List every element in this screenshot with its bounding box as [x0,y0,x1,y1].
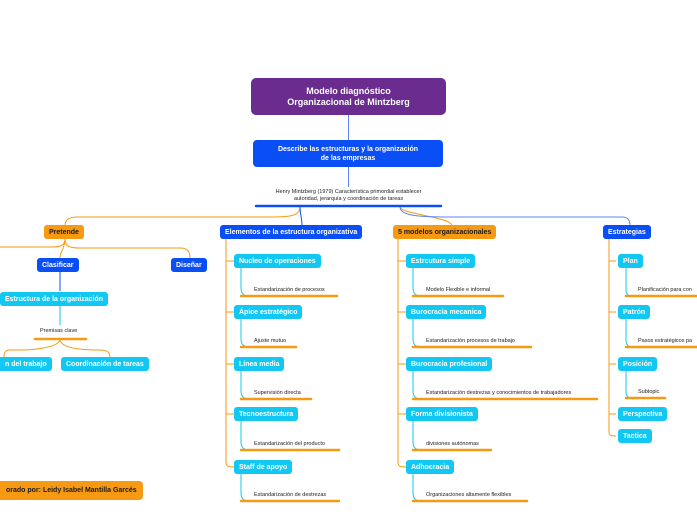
modelos-leaf-2[interactable]: Estandarización procesos de trabajo [426,338,515,344]
coordinacion-tareas-node[interactable]: Coordinación de tareas [61,357,149,371]
henry-line2: autoridad, jerarquía y coordinación de t… [293,196,404,202]
modelos-item-1[interactable]: Estrcutura simple [406,254,476,268]
elementos-item-2[interactable]: Ápice estratégico [234,305,303,319]
modelos-item-3[interactable]: Burocracia profesional [406,357,493,371]
describe-node[interactable]: Describe las estructuras y la organizaci… [253,140,443,167]
elementos-leaf-2[interactable]: Ajuste mutuo [254,338,287,344]
elementos-leaf-5[interactable]: Estandarización de destrezas [254,492,327,498]
estrategias-node[interactable]: Estrategias [603,225,651,239]
estrategias-item-plan[interactable]: Plan [618,254,643,268]
describe-line2: de las empresas [320,154,376,162]
pretende-node[interactable]: Pretende [44,225,84,239]
elementos-item-1[interactable]: Nucleo de operaciones [234,254,321,268]
elementos-item-5[interactable]: Staff de apoyo [234,460,293,474]
describe-line1: Describe las estructuras y la organizaci… [277,145,419,153]
modelos-node[interactable]: 5 modelos organizacionales [393,225,497,239]
disenar-node[interactable]: Diseñar [171,258,207,272]
modelos-item-4[interactable]: Forma divisionista [406,407,478,421]
modelos-leaf-5[interactable]: Organizaciones altamente flexibles [426,492,512,498]
estrategias-item-perspectiva[interactable]: Perspectiva [618,407,668,421]
henry-line1: Henry Mintzberg (1979) Característica pr… [275,189,422,195]
modelos-item-5[interactable]: Adhocracia [406,460,455,474]
root-title-line1: Modelo diagnóstico [306,85,391,96]
estrategias-item-tactica[interactable]: Tactica [618,429,652,443]
modelos-leaf-3[interactable]: Estandarización destrezas y conocimiento… [426,390,572,396]
author-footer[interactable]: orado por: Leidy Isabel Mantilla Garcés [0,481,143,500]
elementos-item-3[interactable]: Línea media [234,357,285,371]
estrategias-leaf-posicion[interactable]: Subtopic [638,389,660,395]
root-title-line2: Organizacional de Mintzberg [287,96,410,107]
elementos-node[interactable]: Elementos de la estructura organizativa [220,225,363,239]
elementos-item-4[interactable]: Tecnoestructura [234,407,299,421]
elementos-leaf-3[interactable]: Supervisión directa [254,390,301,396]
premisas-clave-label[interactable]: Premisas clave [40,328,78,334]
modelos-leaf-1[interactable]: Modelo Flexible e informal [426,287,491,293]
estrategias-leaf-plan[interactable]: Planificación para con [638,287,692,293]
elementos-leaf-4[interactable]: Estandarización del producto [254,441,325,447]
henry-note[interactable]: Henry Mintzberg (1979) Característica pr… [258,189,439,203]
division-trabajo-node[interactable]: n del trabajo [0,357,52,371]
clasificar-node[interactable]: Clasificar [37,258,79,272]
root-node[interactable]: Modelo diagnóstico Organizacional de Min… [251,78,446,115]
elementos-leaf-1[interactable]: Estandarización de procesos [254,287,325,293]
estrategias-item-patron[interactable]: Patrón [618,305,651,319]
estrategias-item-posicion[interactable]: Posición [618,357,658,371]
estrategias-leaf-patron[interactable]: Pasos estratégicos pa [638,338,693,344]
modelos-leaf-4[interactable]: divisiones autónomas [426,441,479,447]
estructura-organizacion-node[interactable]: Estructura de la organización [0,292,109,306]
modelos-item-2[interactable]: Burocracia mecanica [406,305,487,319]
